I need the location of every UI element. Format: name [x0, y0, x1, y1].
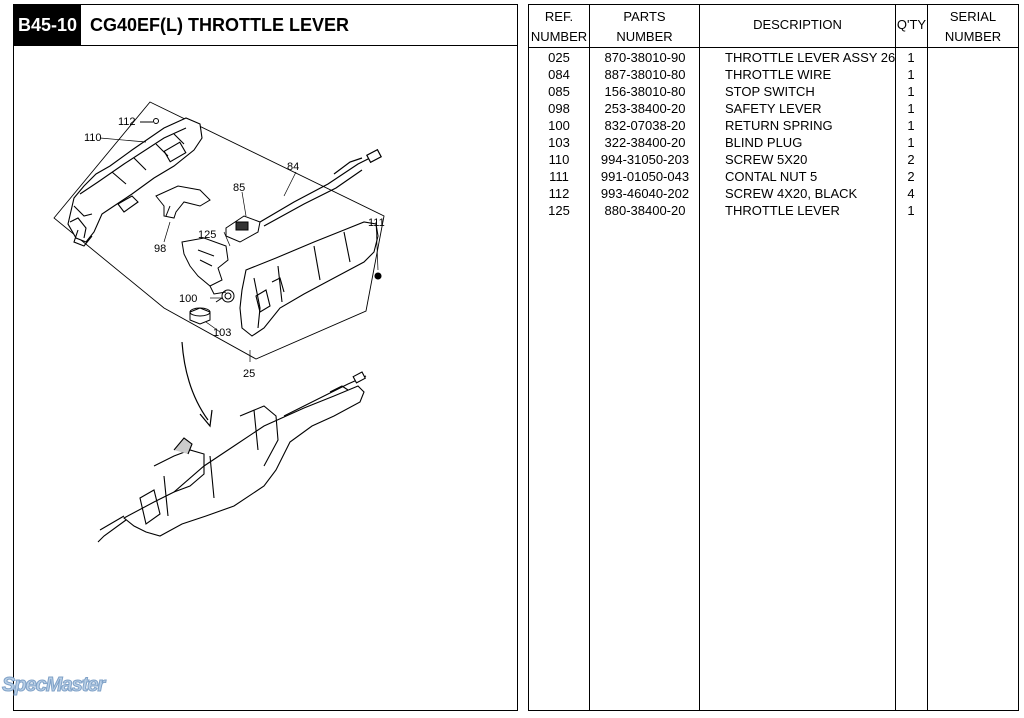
diagram-label-85: 85	[233, 182, 245, 194]
assembly-boundary	[53, 101, 385, 360]
description-cell: THROTTLE WIRE	[725, 67, 832, 82]
parts-table: REF. NUMBER PARTS NUMBER DESCRIPTION Q'T…	[528, 4, 1019, 711]
table-row: 085 156-38010-80 STOP SWITCH 1	[529, 83, 1018, 100]
assembly-arrow	[181, 341, 213, 428]
diagram-label-125: 125	[198, 229, 216, 241]
part-number-cell: 994-31050-203	[600, 152, 690, 167]
qty-cell: 1	[907, 118, 915, 133]
throttle-lever-part	[181, 237, 229, 295]
stop-switch-part	[225, 215, 261, 243]
qty-cell: 2	[907, 152, 915, 167]
ref-number-cell: 085	[548, 84, 570, 99]
part-number-cell: 870-38010-90	[604, 50, 686, 65]
header-qty: Q'TY	[896, 17, 927, 32]
table-row: 025 870-38010-90 THROTTLE LEVER ASSY 26 1	[529, 49, 1018, 66]
description-cell: SCREW 4X20, BLACK	[725, 186, 858, 201]
ref-number-cell: 125	[548, 203, 570, 218]
column-divider	[589, 5, 590, 710]
diagram-label-84: 84	[287, 161, 299, 173]
table-row: 098 253-38400-20 SAFETY LEVER 1	[529, 100, 1018, 117]
diagram-label-98: 98	[154, 243, 166, 255]
qty-cell: 1	[907, 50, 915, 65]
header-description: DESCRIPTION	[753, 17, 842, 32]
diagram-label-111: 111	[368, 217, 385, 229]
part-number-cell: 156-38010-80	[604, 84, 686, 99]
diagram-label-25: 25	[243, 368, 255, 380]
qty-cell: 4	[907, 186, 915, 201]
watermark-logo: SpecMaster	[1, 674, 105, 697]
description-cell: CONTAL NUT 5	[725, 169, 818, 184]
part-number-cell: 887-38010-80	[604, 67, 686, 82]
description-cell: THROTTLE LEVER	[725, 203, 840, 218]
handle-lower-part	[239, 221, 382, 337]
description-cell: STOP SWITCH	[725, 84, 815, 99]
part-number-cell: 253-38400-20	[604, 101, 686, 116]
table-row: 111 991-01050-043 CONTAL NUT 5 2	[529, 168, 1018, 185]
table-row: 103 322-38400-20 BLIND PLUG 1	[529, 134, 1018, 151]
part-number-cell: 993-46040-202	[600, 186, 690, 201]
ref-number-cell: 084	[548, 67, 570, 82]
assembled-handle	[97, 371, 367, 543]
qty-cell: 1	[907, 203, 915, 218]
table-row: 110 994-31050-203 SCREW 5X20 2	[529, 151, 1018, 168]
ref-number-cell: 112	[548, 186, 570, 201]
page-code: B45-10	[14, 5, 81, 45]
table-row: 125 880-38400-20 THROTTLE LEVER 1	[529, 202, 1018, 219]
exploded-parts-diagram: 112 110 84 85 111 125 98 100 103 25	[53, 101, 385, 543]
description-cell: SCREW 5X20	[725, 152, 808, 167]
diagram-label-112: 112	[118, 116, 136, 128]
diagram-panel: B45-10 CG40EF(L) THROTTLE LEVER	[13, 4, 518, 711]
qty-cell: 1	[907, 84, 915, 99]
part-number-cell: 991-01050-043	[600, 169, 690, 184]
safety-lever-part	[155, 185, 211, 219]
throttle-wire-part	[259, 148, 382, 227]
ref-number-cell: 098	[548, 101, 570, 116]
description-cell: RETURN SPRING	[725, 118, 833, 133]
qty-cell: 1	[907, 101, 915, 116]
ref-number-cell: 100	[548, 118, 570, 133]
diagram-label-110: 110	[84, 132, 102, 144]
blind-plug-part	[189, 307, 211, 325]
part-number-cell: 322-38400-20	[604, 135, 686, 150]
ref-number-cell: 111	[549, 169, 569, 184]
part-number-cell: 880-38400-20	[604, 203, 686, 218]
ref-number-cell: 110	[548, 152, 570, 167]
table-row: 112 993-46040-202 SCREW 4X20, BLACK 4	[529, 185, 1018, 202]
handle-upper-part	[67, 117, 203, 247]
return-spring-part	[215, 289, 235, 303]
column-divider	[895, 5, 896, 710]
table-row: 100 832-07038-20 RETURN SPRING 1	[529, 117, 1018, 134]
leader-lines	[99, 137, 379, 362]
page-title: CG40EF(L) THROTTLE LEVER	[90, 15, 350, 35]
diagram-label-103: 103	[213, 327, 231, 339]
part-number-cell: 832-07038-20	[604, 118, 686, 133]
screw-112-part	[140, 118, 159, 124]
title-bar: B45-10 CG40EF(L) THROTTLE LEVER	[14, 5, 517, 46]
column-divider	[699, 5, 700, 710]
description-cell: BLIND PLUG	[725, 135, 803, 150]
ref-number-cell: 025	[548, 50, 570, 65]
header-serial-number: SERIAL NUMBER	[944, 9, 1002, 44]
qty-cell: 2	[907, 169, 915, 184]
column-divider	[927, 5, 928, 710]
description-cell: THROTTLE LEVER ASSY 26	[725, 50, 895, 65]
qty-cell: 1	[907, 67, 915, 82]
diagram-label-100: 100	[179, 293, 197, 305]
header-ref-number: REF. NUMBER	[530, 9, 588, 44]
header-divider	[529, 47, 1018, 48]
ref-number-cell: 103	[548, 135, 570, 150]
description-cell: SAFETY LEVER	[725, 101, 822, 116]
qty-cell: 1	[907, 135, 915, 150]
header-parts-number: PARTS NUMBER	[616, 9, 673, 44]
table-row: 084 887-38010-80 THROTTLE WIRE 1	[529, 66, 1018, 83]
